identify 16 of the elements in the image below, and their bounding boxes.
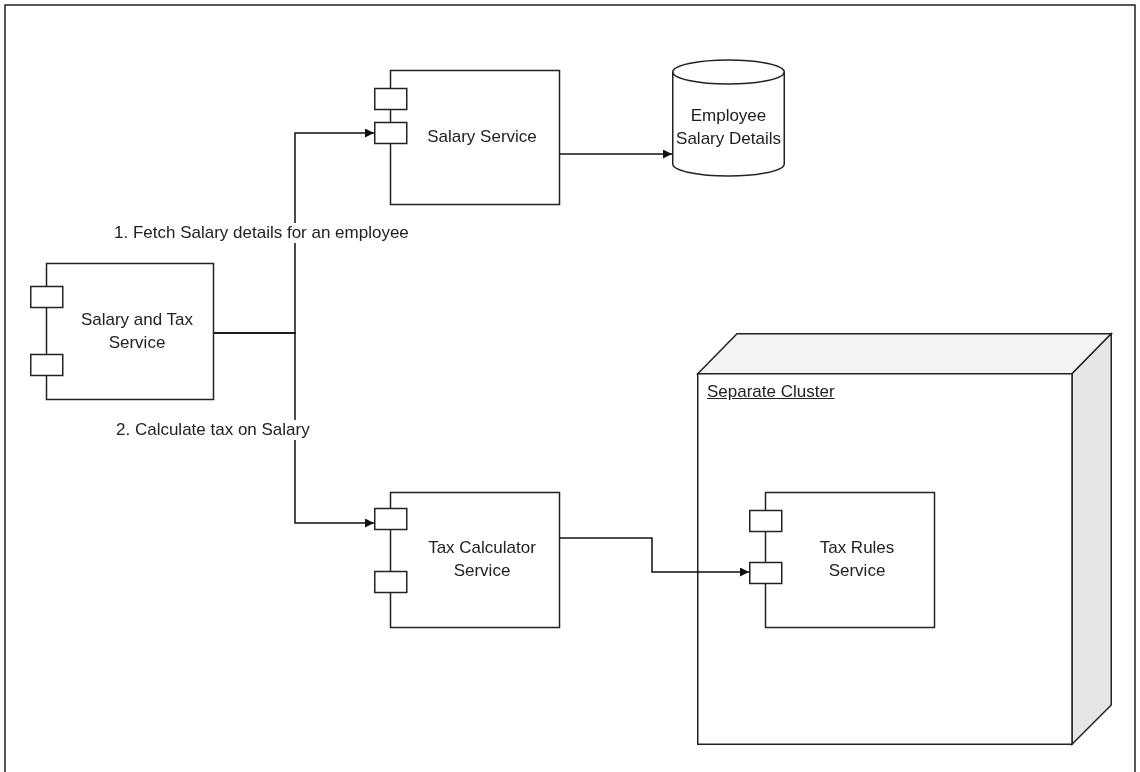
component-name: Salary and Tax Service	[80, 308, 194, 354]
edge-label: 1. Fetch Salary details for an employee	[112, 223, 411, 243]
component-box	[374, 492, 560, 628]
component-name: Tax Rules Service	[818, 537, 896, 582]
connector-arrow	[213, 332, 375, 528]
database-cylinder	[672, 60, 785, 176]
component-name: Tax Calculator Service	[427, 537, 537, 582]
edge-label: 2. Calculate tax on Salary	[114, 420, 312, 440]
component-box	[374, 70, 560, 205]
component-box	[749, 492, 935, 628]
connector-arrow	[559, 149, 673, 159]
component-box	[30, 263, 214, 400]
cluster-title: Separate Cluster	[707, 381, 835, 403]
component-name: Salary Service	[426, 126, 538, 149]
database-name: Employee Salary Details	[676, 105, 781, 150]
connector-arrow	[559, 537, 750, 577]
